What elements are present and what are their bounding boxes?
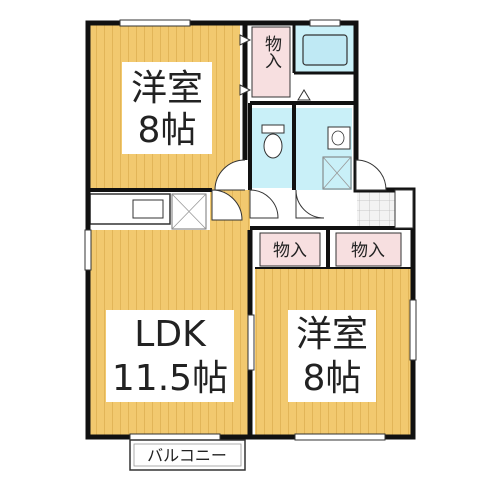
- balcony: [129, 439, 246, 471]
- door-swing-toilet: [249, 189, 279, 219]
- storage-left: [259, 232, 321, 267]
- window-bath: [309, 19, 341, 27]
- door-entrance: [394, 189, 414, 229]
- wash-door-marker: [297, 89, 311, 101]
- ldk-label-bg: [106, 310, 234, 402]
- top-room-size: 8帖: [138, 110, 197, 151]
- washing-machine-cross-2: [322, 156, 352, 190]
- door-swing-entrance-hall: [355, 159, 387, 191]
- top-room-label-bg: [122, 62, 212, 154]
- toilet-tank: [261, 124, 285, 134]
- window-bedroom-right: [409, 299, 417, 361]
- storage-right-label: 物入: [351, 241, 385, 261]
- sliding-door-ldk-bedroom: [247, 314, 255, 371]
- door-swing-ldk: [211, 189, 243, 221]
- storage-top: [251, 26, 291, 98]
- balcony-inner: [133, 443, 242, 467]
- storage-left-label: 物入: [273, 241, 307, 261]
- wash-basin-bowl: [331, 130, 345, 146]
- window-ldk-bottom: [129, 433, 221, 441]
- bathtub: [302, 34, 348, 66]
- bottom-room-name: 洋室: [296, 314, 368, 355]
- ldk-name: LDK: [134, 314, 207, 355]
- window-ldk-left: [84, 229, 92, 271]
- storage-right: [335, 232, 402, 267]
- entrance-tile: [357, 190, 395, 228]
- top-room-name: 洋室: [131, 68, 203, 109]
- door-swing-washroom: [295, 189, 325, 219]
- window-bedroom-bottom: [294, 433, 386, 441]
- fridge-cross-2: [171, 193, 207, 230]
- washing-machine-space: [322, 156, 352, 190]
- balcony-label: バルコニー: [147, 446, 227, 465]
- bottom-room-size: 8帖: [303, 358, 362, 399]
- door-swing-top-room: [214, 159, 246, 191]
- bottom-room-label-bg: [288, 310, 376, 402]
- closet-door-marker-1: [239, 34, 252, 46]
- kitchen-sink: [132, 199, 164, 219]
- toilet-bowl: [263, 133, 283, 159]
- window-top-room: [119, 19, 191, 27]
- ldk-size: 11.5帖: [112, 358, 228, 399]
- storage-top-label: 物入: [261, 35, 282, 69]
- closet-door-marker-2: [239, 84, 252, 96]
